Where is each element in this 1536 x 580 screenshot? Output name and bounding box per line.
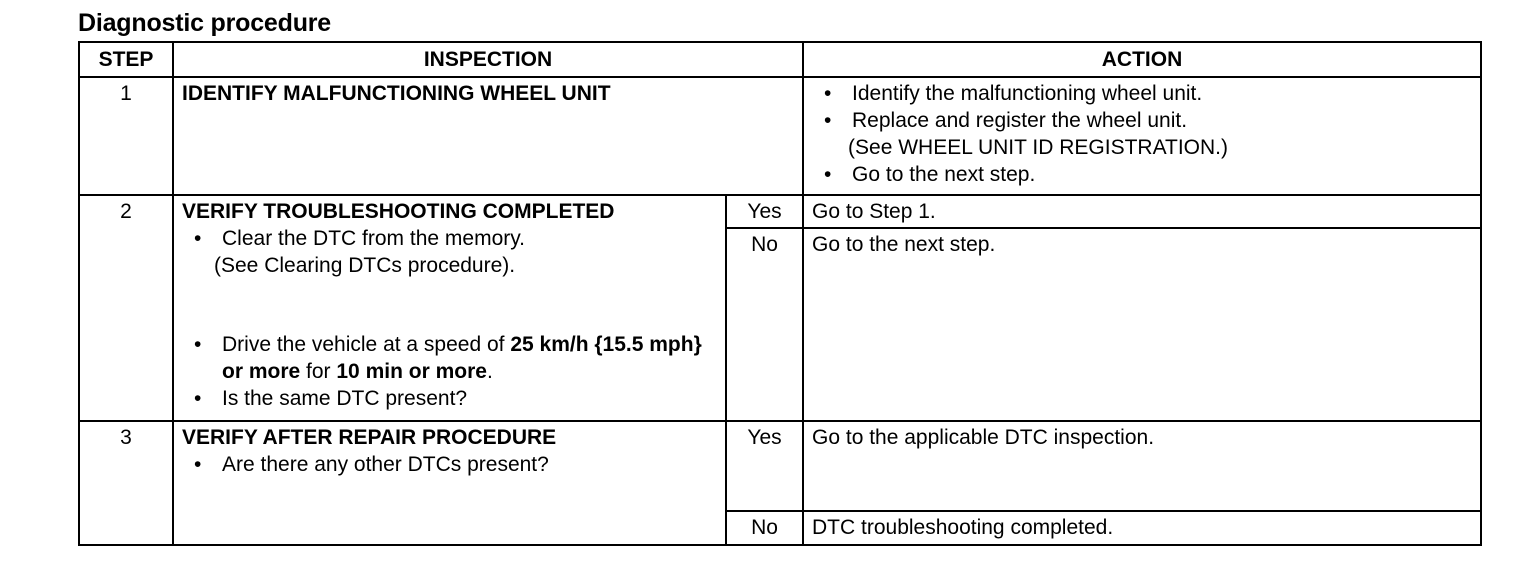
step2-no-row: No Go to the next step.: [79, 227, 1483, 422]
step1-action: Identify the malfunctioning wheel unit. …: [802, 76, 1483, 196]
step1-action-3: Go to the next step.: [812, 161, 1472, 188]
step2-bullet-3: Is the same DTC present?: [182, 385, 717, 412]
step3-number: 3: [78, 420, 174, 546]
step1-action-2: Replace and register the wheel unit.: [812, 107, 1472, 134]
step3-yes-action: Go to the applicable DTC inspection.: [802, 420, 1483, 512]
step3-yes-row: 3 VERIFY AFTER REPAIR PROCEDURE Are ther…: [78, 420, 1483, 546]
step2-bullet-1-note: (See Clearing DTCs procedure).: [214, 254, 516, 277]
step3-no-action: DTC troubleshooting completed.: [802, 510, 1483, 546]
step1-inspection: IDENTIFY MALFUNCTIONING WHEEL UNIT: [171, 76, 805, 196]
step2-no-action: Go to the next step.: [802, 227, 1483, 422]
step2-yes-row: 2 VERIFY TROUBLESHOOTING COMPLETED Clear…: [78, 194, 1483, 422]
step1-action-1: Identify the malfunctioning wheel unit.: [812, 80, 1472, 107]
step3-no-label: No: [724, 510, 805, 546]
header-row: STEP INSPECTION ACTION: [78, 41, 1483, 78]
step3-inspection: VERIFY AFTER REPAIR PROCEDURE Are there …: [172, 420, 727, 546]
page-title: Diagnostic procedure: [78, 9, 331, 37]
header-action: ACTION: [802, 41, 1483, 78]
step2-number: 2: [78, 194, 174, 422]
step3-bullet-1: Are there any other DTCs present?: [182, 451, 717, 478]
header-inspection: INSPECTION: [171, 41, 805, 78]
step2-bullet-2: Drive the vehicle at a speed of 25 km/h …: [182, 331, 717, 385]
step2-bullet-1: Clear the DTC from the memory.: [182, 225, 717, 252]
step2-inspection: VERIFY TROUBLESHOOTING COMPLETED Clear t…: [172, 194, 727, 422]
step2-yes-label: Yes: [724, 194, 805, 229]
step2-yes-action: Go to Step 1.: [802, 194, 1483, 229]
step3-no-row: No DTC troubleshooting completed.: [79, 510, 1483, 546]
step1-heading: IDENTIFY MALFUNCTIONING WHEEL UNIT: [182, 82, 611, 105]
step1-action-note: (See WHEEL UNIT ID REGISTRATION.): [848, 136, 1229, 159]
step2-no-label: No: [724, 227, 805, 422]
step3-heading: VERIFY AFTER REPAIR PROCEDURE: [182, 426, 557, 449]
step2-heading: VERIFY TROUBLESHOOTING COMPLETED: [182, 200, 615, 223]
step1-row: 1 IDENTIFY MALFUNCTIONING WHEEL UNIT Ide…: [78, 76, 1483, 196]
step1-number: 1: [78, 76, 174, 196]
step3-yes-label: Yes: [724, 420, 805, 512]
diagnostic-table: STEP INSPECTION ACTION 1 IDENTIFY MALFUN…: [78, 41, 1483, 546]
header-step: STEP: [78, 41, 174, 78]
